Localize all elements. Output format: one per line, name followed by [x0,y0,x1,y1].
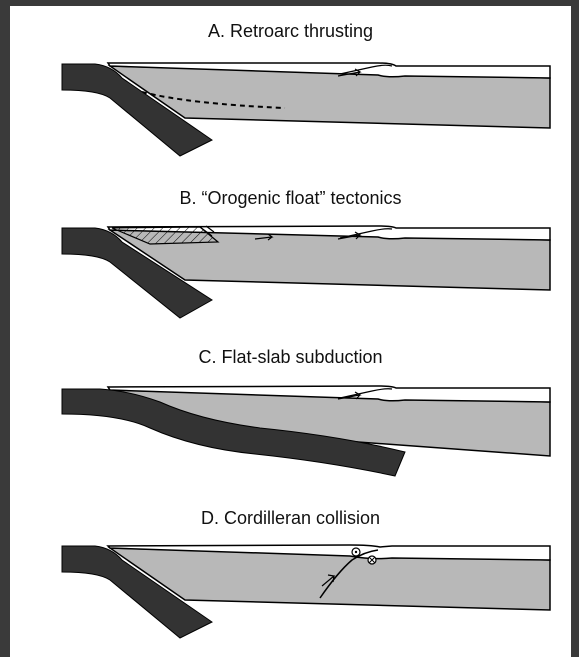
panel-b-diagram [62,226,550,318]
panel-d-strike-slip-dot [355,551,357,553]
panel-c-diagram [62,386,550,476]
panel-a-diagram [62,63,550,156]
panel-d-diagram [62,545,550,638]
